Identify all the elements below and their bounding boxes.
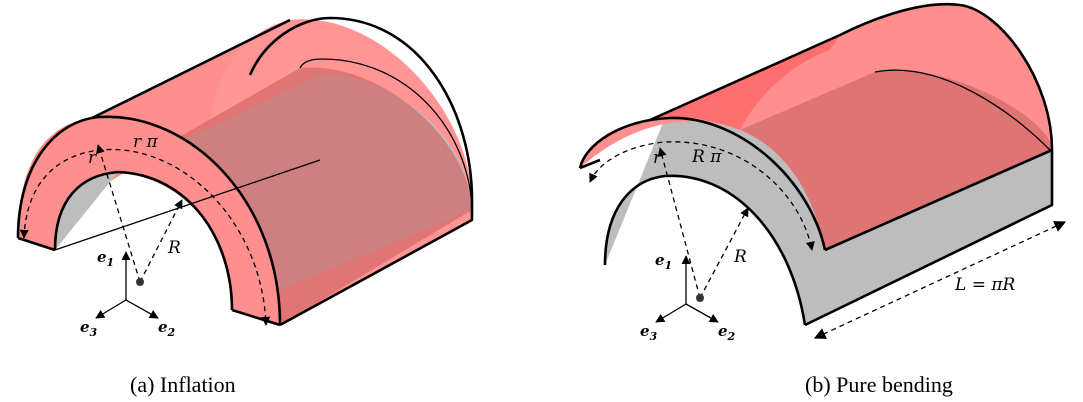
back-inner-arc [299, 58, 473, 211]
caption-pure-bending: (b) Pure bending [805, 372, 953, 397]
bottom-right-edge [279, 200, 474, 327]
length-dimension [813, 221, 1067, 339]
panel-inflation: r r π R e1 e2 e3 (a) Inflation [16, 16, 474, 397]
bent-axis-e1-label: e1 [655, 251, 672, 272]
axis-e1-label: e1 [97, 248, 114, 269]
bent-axis-e2-label: e2 [718, 322, 736, 343]
outer-top-edge [91, 18, 291, 120]
label-R: R [167, 238, 181, 258]
bent-axes-triad: e1 e2 e3 [640, 251, 736, 343]
bent-translucent-overlay [740, 70, 1052, 250]
bent-axis-e3-label: e3 [640, 322, 658, 343]
center-point [136, 278, 144, 286]
label-arc: r π [133, 132, 159, 152]
axis-e3-label: e3 [80, 318, 98, 339]
axis-e2-label: e2 [158, 318, 176, 339]
bent-shell-dark [650, 35, 840, 130]
bent-center-point [696, 294, 704, 302]
bent-arc-R-pi [589, 141, 815, 251]
arc-r-pi [19, 148, 271, 326]
axes-triad: e1 e2 e3 [80, 248, 176, 339]
panel-pure-bending: r R π R L = πR e1 e2 e3 (b) Pure bending [578, 2, 1067, 397]
bent-back-inner-arc [874, 69, 1051, 151]
bent-radius-r [657, 147, 701, 299]
radius-r [96, 144, 141, 283]
caption-inflation: (a) Inflation [130, 372, 236, 397]
radius-R [139, 199, 183, 283]
translucent-red-overlay [118, 67, 472, 325]
bent-label-arc: R π [691, 147, 722, 167]
bent-label-R: R [733, 247, 747, 267]
bent-top-edge [649, 2, 1054, 151]
bent-label-length: L = πR [954, 275, 1016, 295]
back-arc-face [248, 16, 474, 201]
bent-radius-R [699, 207, 749, 299]
label-r: r [88, 148, 97, 168]
bent-left-edge [579, 158, 601, 170]
front-annulus-face [18, 116, 280, 325]
bent-label-r: r [653, 148, 662, 168]
